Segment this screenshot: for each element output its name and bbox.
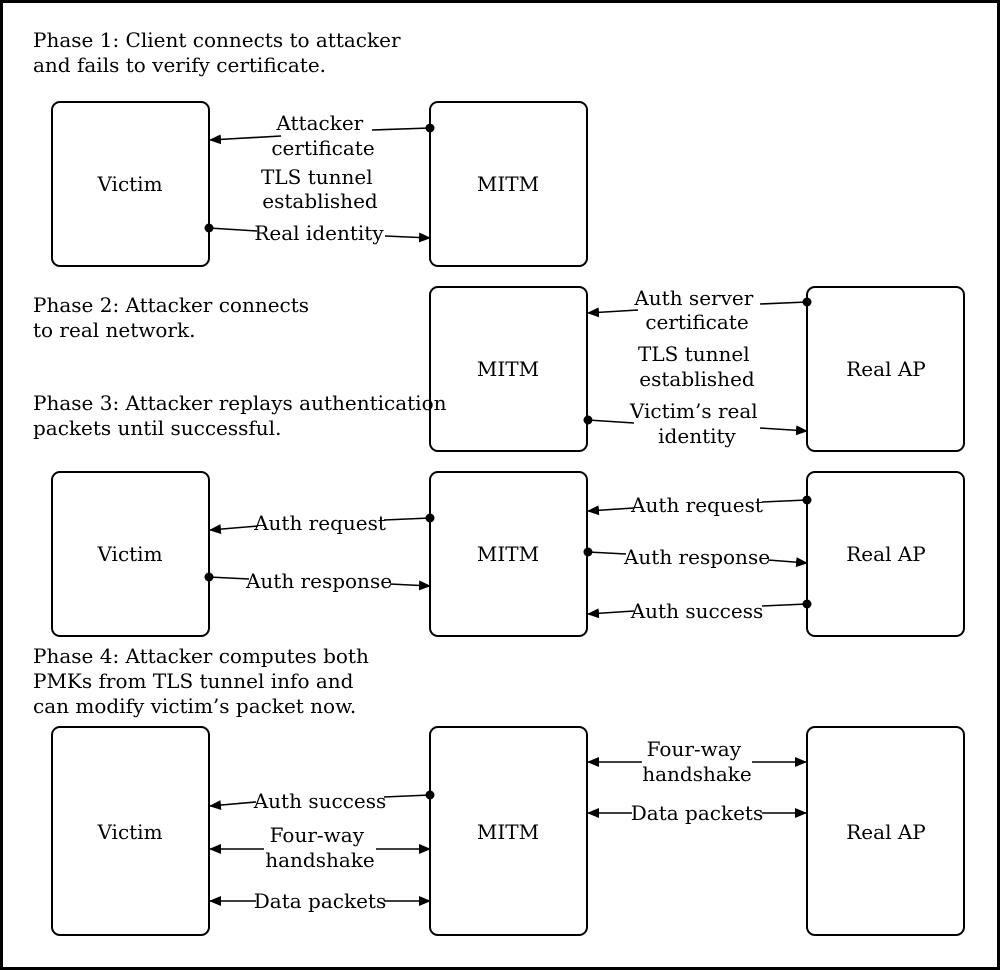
phase3-victim-label: Victim [96,542,162,566]
phase1-mitm-node [429,101,588,267]
phase3-right-request-arrow [587,495,812,516]
phase4-left-data-label: Data packets [254,889,386,913]
phase1-identity-arrow [204,223,431,243]
phase3-left-request-label: Auth request [253,511,386,535]
phase4-right-data-label: Data packets [631,801,763,825]
phase3-right-success-arrow [587,599,812,619]
phase4-left-success-arrow [209,790,435,811]
phase3-right-request-label: Auth request [630,493,763,517]
phase2-ap-node [806,286,965,452]
phase1-mitm-label: MITM [477,172,539,196]
phase1-caption: Phase 1: Client connects to attacker and… [33,28,407,77]
phase2-mitm-node [429,286,588,452]
phase1-caption-line2: and fails to verify certificate. [33,53,326,77]
phase1-victim-node [51,101,210,267]
phase3-right-success-label: Auth success [630,599,764,623]
phase3-right-response-label: Auth response [623,545,770,569]
phase3-ap-label: Real AP [846,542,925,566]
phase2-tunnel-label: TLS tunnel established [638,342,756,391]
phase3-right-response-arrow [583,547,808,568]
phase4-victim-node [51,726,210,936]
phase4-caption: Phase 4: Attacker computes both PMKs fro… [33,644,375,718]
phase1: Phase 1: Client connects to attacker and… [33,28,588,267]
phase4-left-handshake-label: Four-way handshake [265,823,375,872]
phase2-mitm-label: MITM [477,357,539,381]
phase4-right-handshake-label: Four-way handshake [642,737,752,786]
phase3-mitm-label: MITM [477,542,539,566]
phase3-caption-line1: Phase 3: Attacker replays authentication [33,391,447,415]
phase3-caption-line2: packets until successful. [33,416,281,440]
phase4-mitm-node [429,726,588,936]
phase3-ap-node [806,471,965,637]
phase3-caption: Phase 3: Attacker replays authentication… [33,391,453,440]
phase2-identity-arrow [583,415,808,436]
phase4-ap-node [806,726,965,936]
phase2-cert-arrow [587,297,812,318]
phase4-caption-line3: can modify victim’s packet now. [33,694,356,718]
phase1-caption-line1: Phase 1: Client connects to attacker [33,28,401,52]
phase4: Phase 4: Attacker computes both PMKs fro… [33,644,965,936]
phase2-ap-label: Real AP [846,357,925,381]
phase1-cert-label: Attacker certificate [271,111,374,160]
phase4-caption-line2: PMKs from TLS tunnel info and [33,669,354,693]
phase2-caption-line1: Phase 2: Attacker connects [33,293,309,317]
phase3-left-response-label: Auth response [245,569,392,593]
phase4-victim-label: Victim [96,820,162,844]
phase2-caption-line2: to real network. [33,318,195,342]
phase3-left-response-arrow [204,572,431,591]
phase2-cert-label: Auth server certificate [633,286,759,334]
phase3: Phase 3: Attacker replays authentication… [33,391,965,637]
phase4-ap-label: Real AP [846,820,925,844]
phase4-mitm-label: MITM [477,820,539,844]
phase1-victim-label: Victim [96,172,162,196]
phase2: Phase 2: Attacker connects to real netwo… [33,286,965,452]
phase1-tunnel-label: TLS tunnel established [261,165,379,213]
phase2-caption: Phase 2: Attacker connects to real netwo… [33,293,315,342]
phase4-left-success-label: Auth success [253,789,387,813]
phase3-left-request-arrow [209,513,435,535]
phase1-identity-label: Real identity [254,221,384,245]
diagram-canvas: Phase 1: Client connects to attacker and… [33,28,965,936]
phase2-identity-label: Victim’s real identity [629,399,764,448]
phase3-victim-node [51,471,210,637]
phase1-cert-arrow [209,123,435,145]
phase4-caption-line1: Phase 4: Attacker computes both [33,644,369,668]
